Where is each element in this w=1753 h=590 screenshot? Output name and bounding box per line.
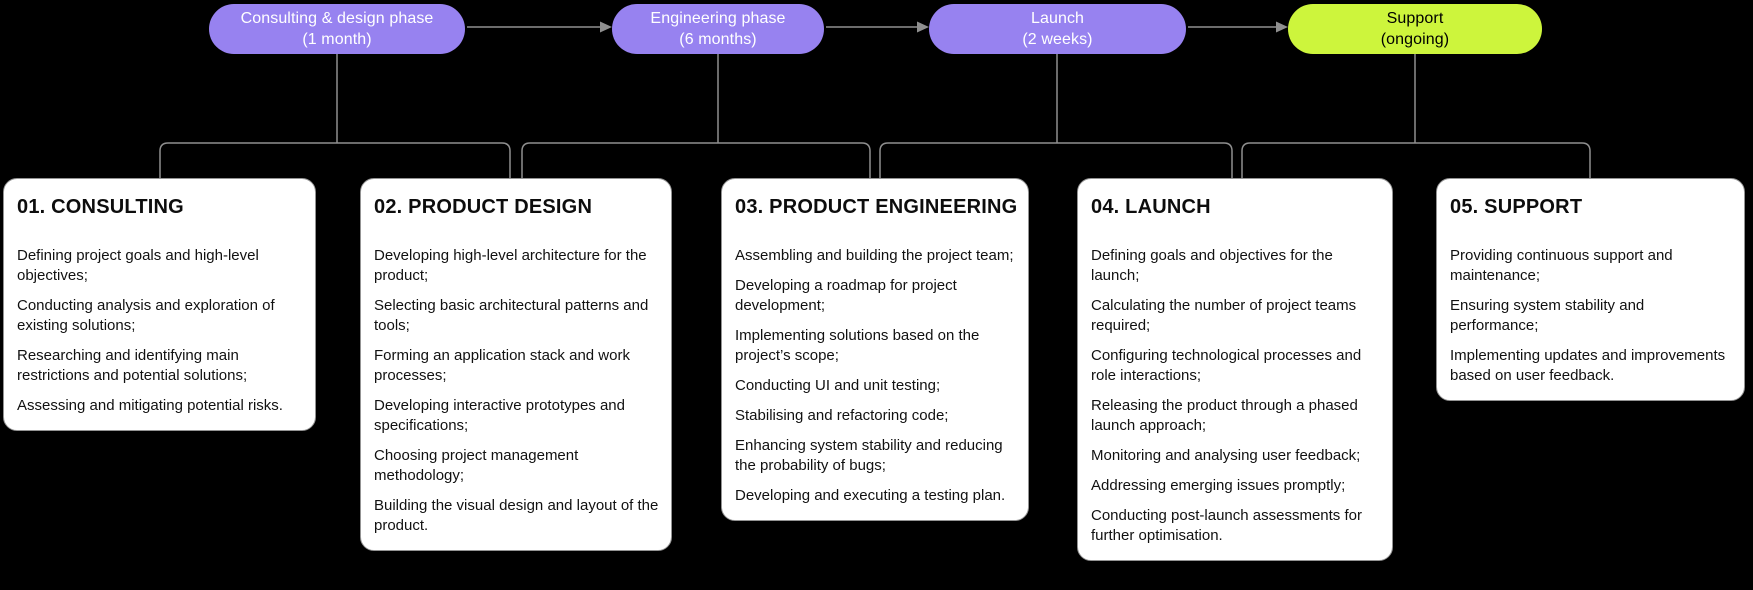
phase-name: Launch: [1030, 10, 1085, 27]
card-item: Addressing emerging issues promptly;: [1091, 477, 1346, 494]
card-item: Assessing and mitigating potential risks…: [17, 397, 283, 414]
phase-name: Consulting & design phase: [240, 10, 434, 27]
card-item: Forming an application stack and work pr…: [374, 347, 630, 384]
phase-name: Support: [1386, 10, 1444, 27]
card-item: Defining project goals and high-level ob…: [17, 247, 259, 284]
phase-duration: (ongoing): [1380, 31, 1450, 48]
card-item: Conducting post-launch assessments for f…: [1091, 507, 1362, 544]
card-item: Choosing project management methodology;: [374, 447, 579, 484]
card-support: 05. SUPPORT Providing continuous support…: [1436, 178, 1745, 401]
card-item: Conducting UI and unit testing;: [735, 377, 941, 394]
card-item: Defining goals and objectives for the la…: [1091, 247, 1333, 284]
card-item: Implementing updates and improvements ba…: [1450, 347, 1726, 384]
arrowhead-icon: [600, 21, 612, 33]
card-item: Selecting basic architectural patterns a…: [374, 297, 649, 334]
card-title: 05. SUPPORT: [1450, 196, 1583, 218]
phase-pill-launch: Launch (2 weeks): [929, 4, 1186, 54]
phase-name: Engineering phase: [650, 10, 786, 27]
arrowhead-icon: [1276, 21, 1288, 33]
card-item: Ensuring system stability and performanc…: [1450, 297, 1645, 334]
card-item: Assembling and building the project team…: [735, 247, 1014, 264]
card-item: Building the visual design and layout of…: [374, 497, 659, 534]
card-item: Monitoring and analysing user feedback;: [1091, 447, 1361, 464]
phase-pill-consulting-design: Consulting & design phase (1 month): [209, 4, 465, 54]
card-item: Implementing solutions based on the proj…: [735, 327, 980, 364]
card-title: 04. LAUNCH: [1091, 196, 1211, 218]
card-item: Providing continuous support and mainten…: [1450, 247, 1673, 284]
card-item: Developing high-level architecture for t…: [374, 247, 647, 284]
card-product-design: 02. PRODUCT DESIGN Developing high-level…: [360, 178, 672, 551]
card-consulting: 01. CONSULTING Defining project goals an…: [3, 178, 316, 431]
arrowheads: [600, 21, 1288, 33]
phase-pill-engineering: Engineering phase (6 months): [612, 4, 824, 54]
card-item: Calculating the number of project teams …: [1091, 297, 1357, 334]
phase-brackets: [159, 142, 1591, 178]
arrowhead-icon: [917, 21, 929, 33]
card-title: 03. PRODUCT ENGINEERING: [735, 196, 1018, 218]
card-item: Releasing the product through a phased l…: [1091, 397, 1358, 434]
card-item: Conducting analysis and exploration of e…: [17, 297, 275, 334]
card-item: Researching and identifying main restric…: [17, 347, 248, 384]
card-launch: 04. LAUNCH Defining goals and objectives…: [1077, 178, 1393, 561]
card-title: 02. PRODUCT DESIGN: [374, 196, 593, 218]
phase-duration: (1 month): [302, 31, 372, 48]
card-item: Configuring technological processes and …: [1091, 347, 1362, 384]
phase-stems: [336, 54, 1416, 143]
card-item: Developing interactive prototypes and sp…: [374, 397, 625, 434]
card-item: Developing and executing a testing plan.: [735, 487, 1006, 504]
card-product-engineering: 03. PRODUCT ENGINEERING Assembling and b…: [721, 178, 1029, 521]
card-item: Stabilising and refactoring code;: [735, 407, 949, 424]
phase-duration: (2 weeks): [1022, 31, 1093, 48]
card-item: Developing a roadmap for project develop…: [735, 277, 957, 314]
phase-pill-support: Support (ongoing): [1288, 4, 1542, 54]
card-item: Enhancing system stability and reducing …: [735, 437, 1003, 474]
phase-duration: (6 months): [679, 31, 757, 48]
card-title: 01. CONSULTING: [17, 196, 184, 218]
